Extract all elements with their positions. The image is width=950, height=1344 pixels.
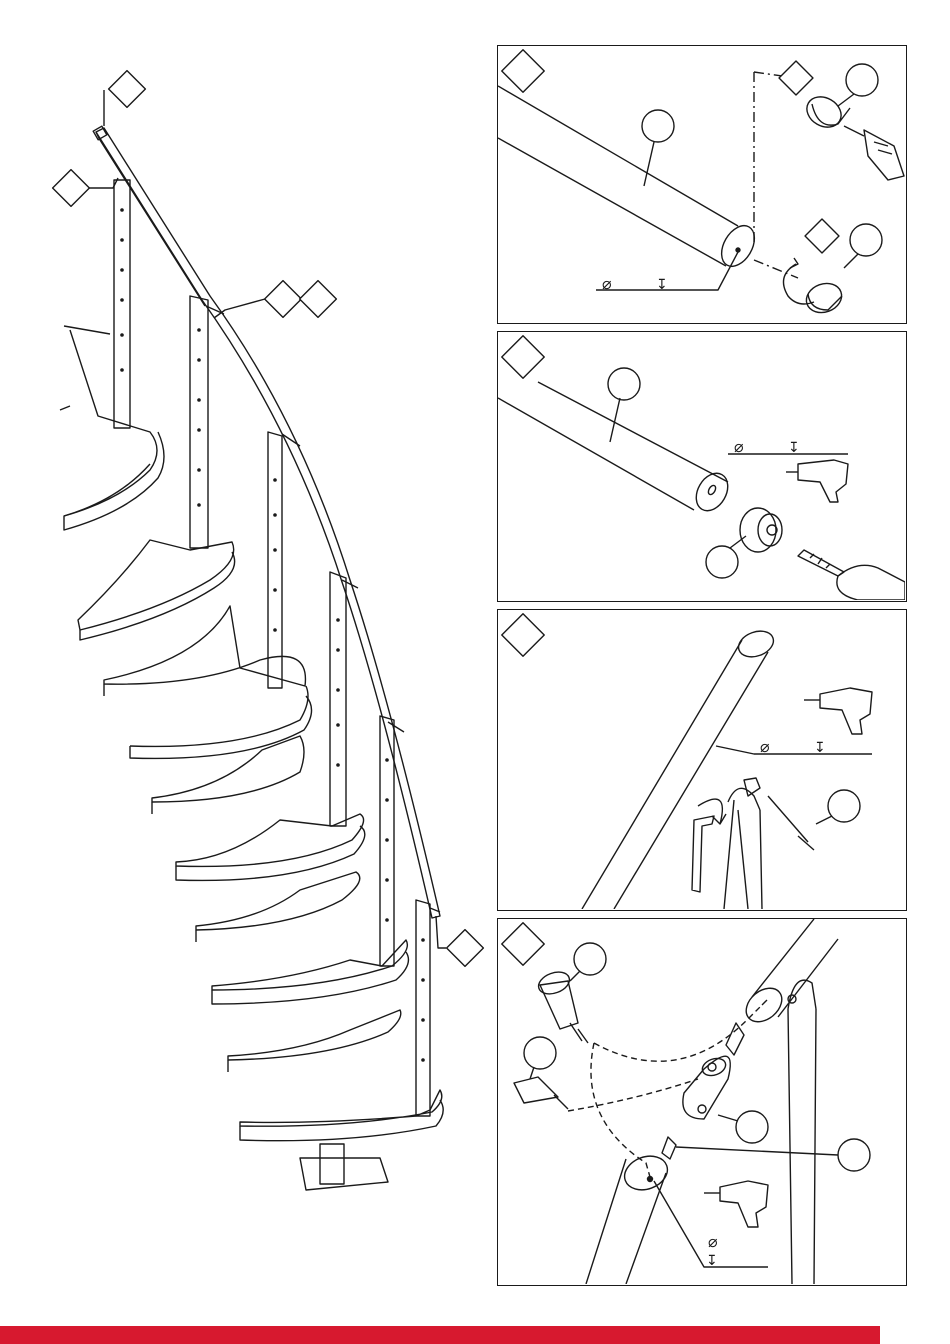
end-cap-part: [706, 508, 782, 578]
staircase-overview-drawing: [0, 60, 490, 1290]
step-panel-4: ⌀ ↧: [497, 918, 907, 1286]
lower-handrail-tube: [586, 1150, 672, 1284]
callout-marker-lower: [436, 916, 483, 966]
drill-bit-icon: [798, 550, 905, 600]
screw-part: [768, 790, 860, 850]
center-post: [300, 1144, 388, 1190]
handrail-cylinder: [498, 86, 761, 272]
dowel-pins: [662, 1023, 870, 1171]
allen-key-icon: [692, 816, 714, 892]
callout-marker-upper-left: [53, 170, 118, 207]
end-cap-top: [779, 61, 878, 136]
dimension-callout: ⌀ ↧: [654, 1181, 768, 1268]
baluster-bracket: [724, 778, 762, 909]
depth-symbol: ↧: [814, 739, 826, 755]
stair-treads: [64, 330, 443, 1141]
step-number-marker: [502, 336, 544, 378]
handrail-cylinder: [498, 382, 734, 516]
balusters: [114, 180, 430, 1116]
part-number-circle: [608, 368, 640, 442]
step-panel-2: ⌀ ↧: [497, 331, 907, 602]
glue-tube-icon: [514, 1037, 568, 1109]
rotation-arrow-icon: [784, 258, 815, 304]
rail-connector: [683, 1055, 768, 1143]
step-number-marker: [502, 923, 544, 965]
callout-marker-top: [104, 71, 145, 126]
dimension-callout: ⌀ ↧: [596, 252, 738, 293]
callout-marker-double: [214, 281, 336, 318]
footer-accent-bar: [0, 1326, 880, 1344]
depth-symbol: ↧: [706, 1252, 718, 1268]
drill-icon: [704, 1181, 768, 1227]
glue-bottle-icon: [536, 943, 606, 1043]
drill-icon: [786, 460, 848, 502]
step-panel-3: ⌀ ↧: [497, 609, 907, 911]
drill-icon: [804, 688, 872, 734]
drill-icon: [864, 130, 904, 180]
diameter-symbol: ⌀: [708, 1234, 718, 1251]
step-panel-1: ⌀ ↧: [497, 45, 907, 324]
end-cap-bottom: [802, 219, 882, 317]
dimension-callout: ⌀ ↧: [716, 739, 872, 756]
depth-symbol: ↧: [788, 439, 800, 455]
step-number-marker: [502, 614, 544, 656]
rotation-arrow-icon: [698, 799, 726, 824]
dimension-callout: ⌀ ↧: [728, 439, 848, 456]
part-number-circle: [642, 110, 674, 186]
baluster-bracket: [788, 980, 816, 1284]
dash-lines: [754, 72, 810, 278]
handrail-tube: [582, 627, 777, 909]
step-number-marker: [502, 50, 544, 92]
upper-handrail-tube: [740, 919, 838, 1029]
